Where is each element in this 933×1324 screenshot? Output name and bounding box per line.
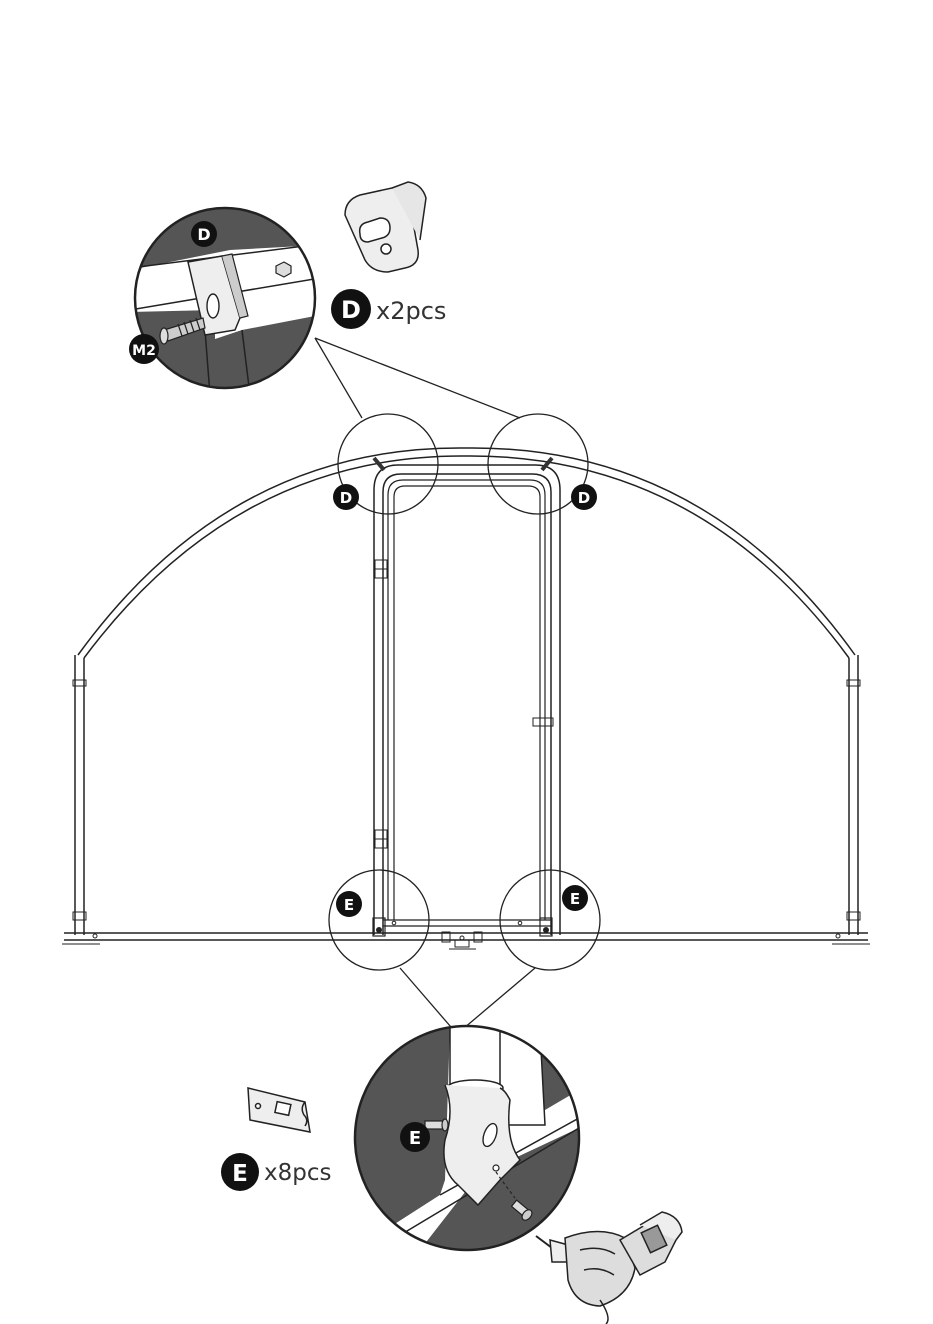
svg-text:M2: M2 bbox=[132, 343, 156, 359]
magnifier-detail-bottom bbox=[355, 1026, 579, 1250]
svg-text:E: E bbox=[409, 1128, 421, 1149]
svg-text:E: E bbox=[344, 896, 354, 914]
badge-e-magnifier: E bbox=[400, 1122, 430, 1152]
power-drill-illustration bbox=[536, 1212, 682, 1324]
badge-e-left: E bbox=[336, 891, 362, 917]
part-d-quantity-label: D x2pcs bbox=[331, 289, 446, 329]
magnifier-detail-top bbox=[130, 205, 320, 395]
svg-text:x2pcs: x2pcs bbox=[376, 297, 446, 325]
badge-d-right: D bbox=[571, 484, 597, 510]
part-e-quantity-label: E x8pcs bbox=[221, 1153, 331, 1191]
magnifier-leader-lines-bottom bbox=[400, 968, 535, 1034]
badge-d-magnifier: D bbox=[191, 221, 217, 247]
svg-text:D: D bbox=[340, 489, 352, 507]
greenhouse-frame bbox=[62, 448, 870, 949]
bracket-d-part-illustration bbox=[345, 182, 426, 272]
svg-text:D: D bbox=[341, 296, 361, 324]
magnifier-leader-lines-top bbox=[315, 338, 520, 418]
bracket-e-part-illustration bbox=[248, 1088, 310, 1132]
svg-text:D: D bbox=[578, 489, 590, 507]
badge-d-left: D bbox=[333, 484, 359, 510]
badge-e-right: E bbox=[562, 885, 588, 911]
svg-text:x8pcs: x8pcs bbox=[264, 1160, 331, 1186]
svg-text:D: D bbox=[197, 225, 210, 244]
badge-m2: M2 bbox=[129, 334, 159, 364]
svg-text:E: E bbox=[570, 890, 580, 908]
svg-text:E: E bbox=[232, 1161, 248, 1187]
